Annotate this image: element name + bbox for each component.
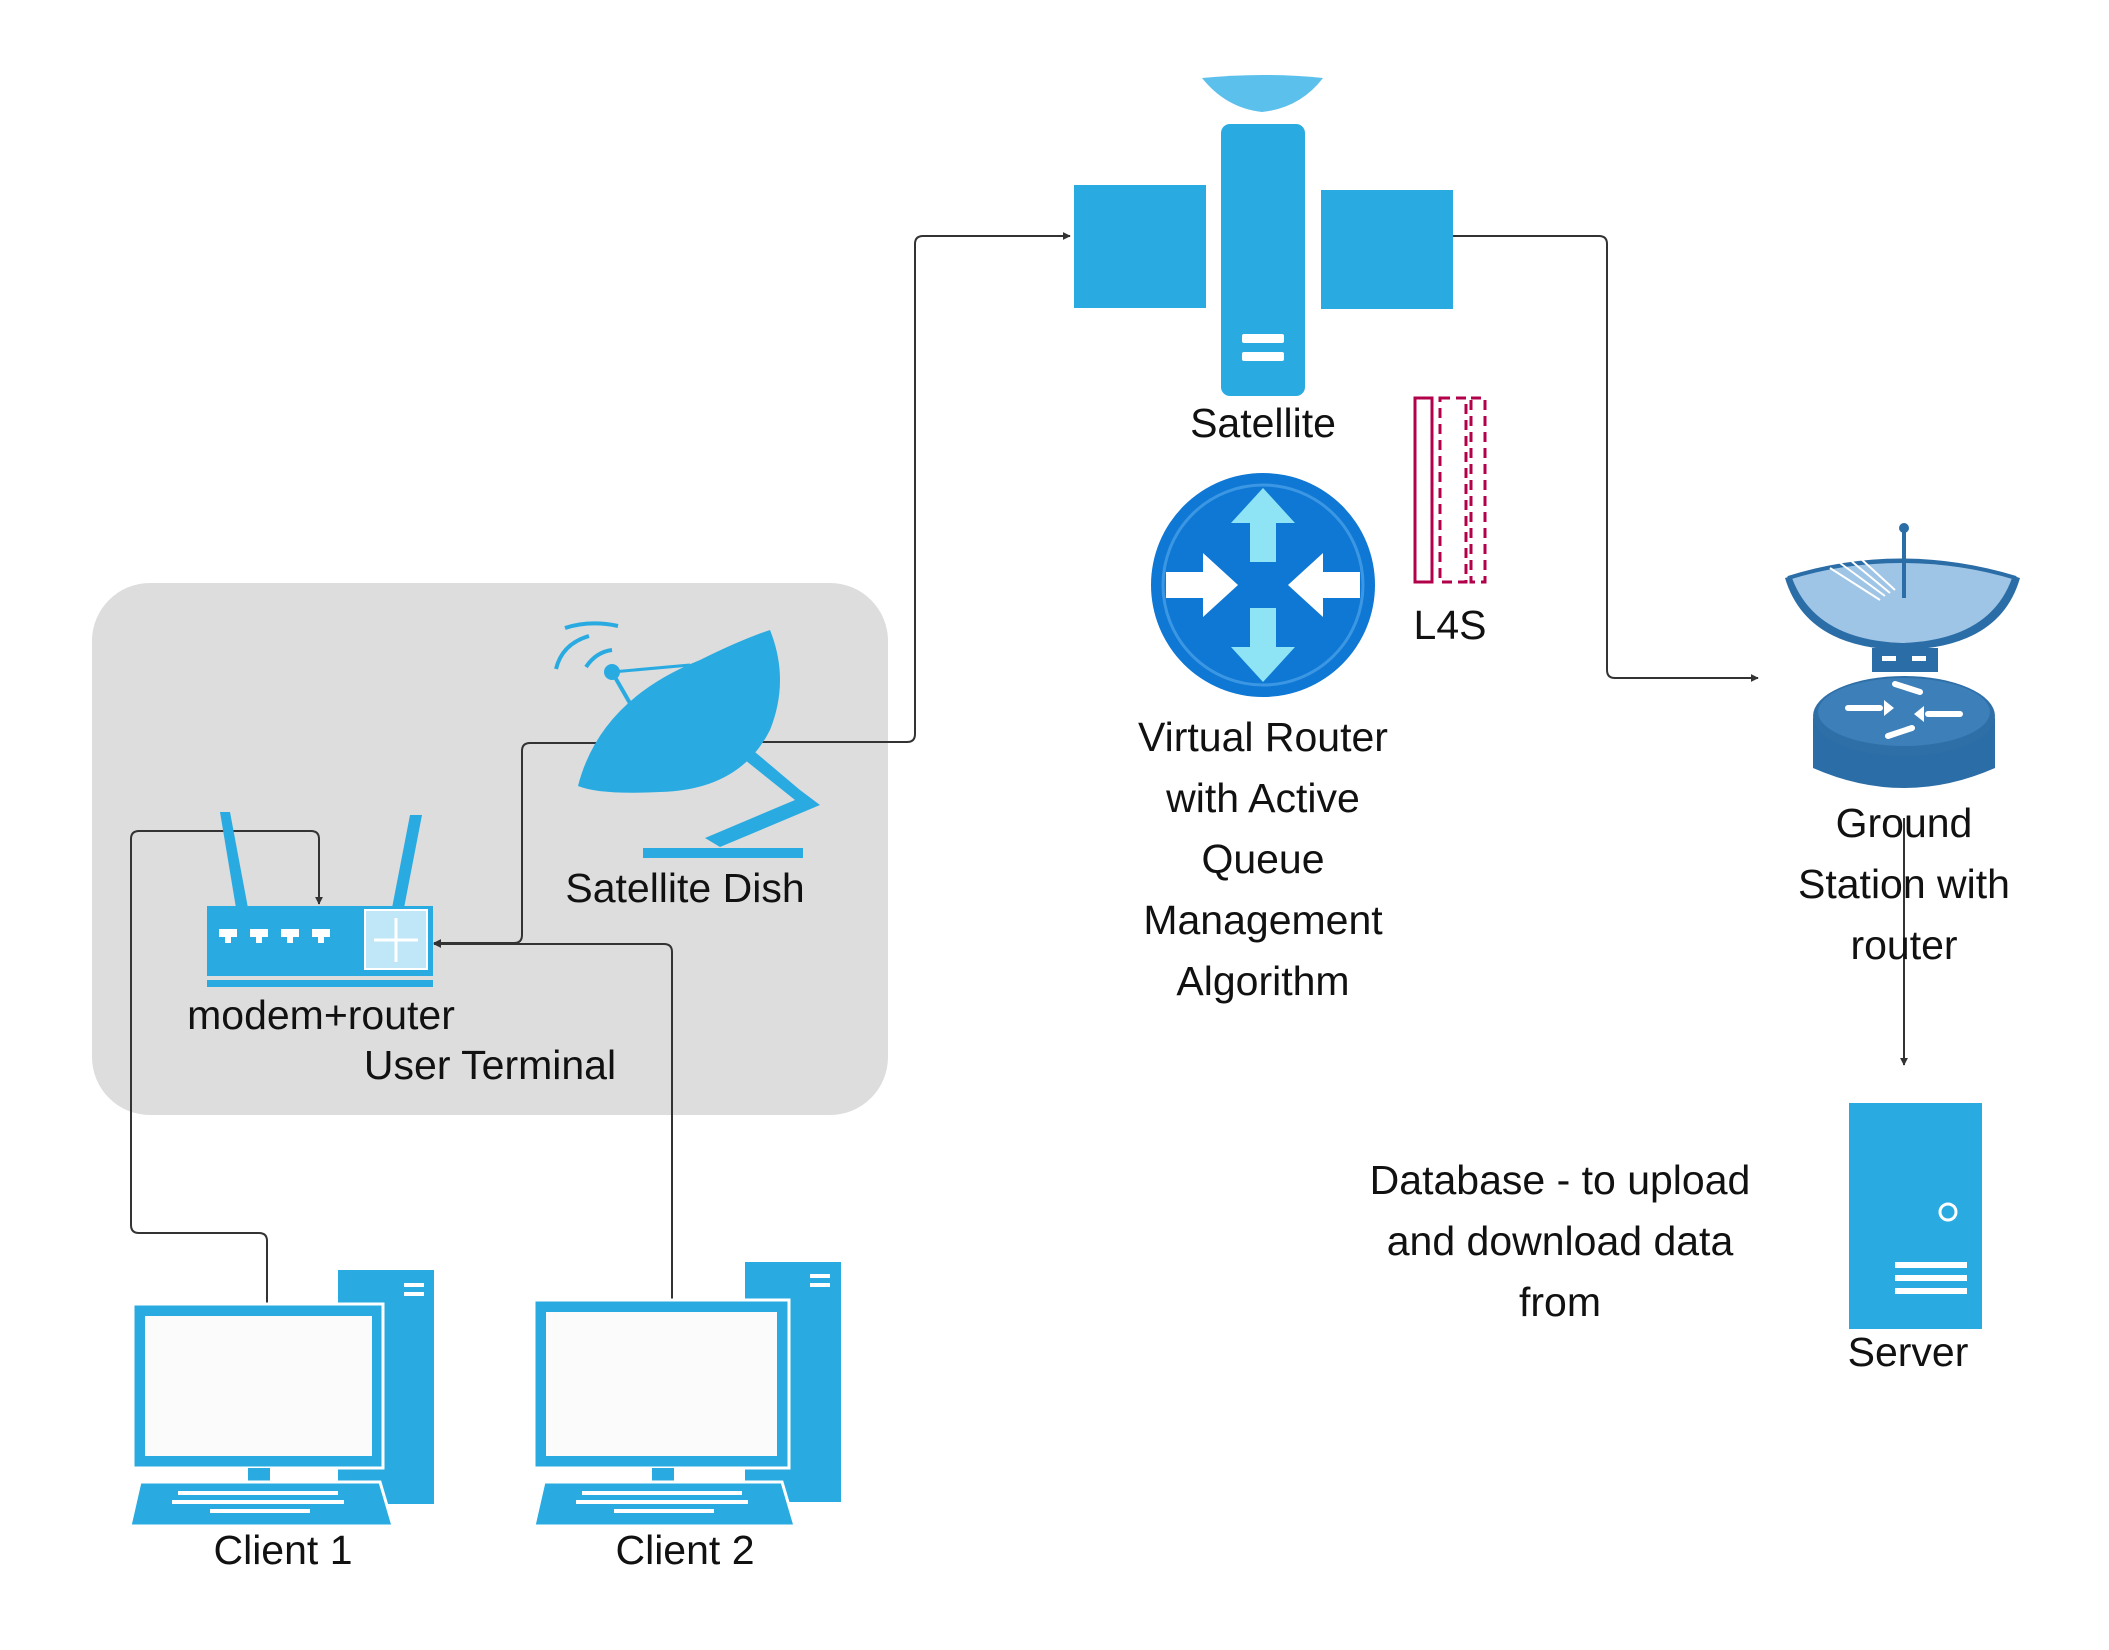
server-label: Server (1847, 1329, 1969, 1375)
modem-router-label: modem+router (187, 992, 455, 1038)
connector-client1-to-router (130, 830, 323, 1310)
connectors (130, 232, 1908, 1310)
connector-client2-to-router (433, 940, 673, 1305)
desktop-computer-icon (128, 1270, 434, 1528)
satellite-label: Satellite (1190, 400, 1336, 446)
connector-satellite-to-ground-station (1453, 235, 1759, 682)
connector-router-to-dish (433, 739, 613, 947)
user-terminal-label: User Terminal (363, 1042, 617, 1088)
l4s-queue-icon (1413, 396, 1487, 584)
database-note-label: Database - to upload and download data f… (1369, 1157, 1751, 1325)
client2-label: Client 2 (615, 1527, 755, 1573)
wifi-router-icon (207, 812, 433, 987)
virtual-router-icon (1151, 473, 1375, 697)
server-icon (1849, 1103, 1982, 1329)
satellite-dish-label: Satellite Dish (565, 865, 805, 911)
desktop-computer-icon (532, 1262, 841, 1528)
ground-station-label: Ground Station with router (1798, 800, 2010, 968)
virtual-router-label: Virtual Router with Active Queue Managem… (1138, 714, 1388, 1004)
satellite-dish-icon (554, 621, 820, 858)
client1-label: Client 1 (213, 1527, 353, 1573)
l4s-label: L4S (1413, 602, 1487, 648)
satellite-icon (1074, 75, 1453, 396)
connector-dish-to-satellite (762, 232, 1071, 743)
ground-station-icon (1785, 523, 2020, 788)
